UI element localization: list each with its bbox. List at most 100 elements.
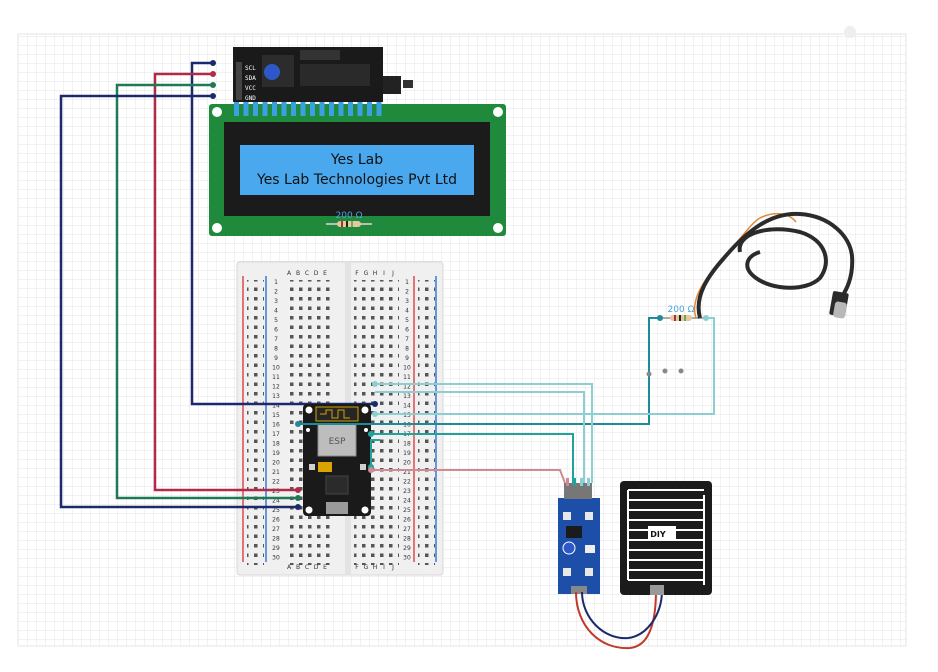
column-letter: J <box>391 564 394 571</box>
lcd-header-pin <box>262 102 268 116</box>
column-letter: B <box>296 270 300 277</box>
row-number: 8 <box>405 346 409 353</box>
column-letter: F <box>355 270 359 277</box>
row-number: 29 <box>272 545 280 552</box>
lcd-module[interactable]: Yes Lab Yes Lab Technologies Pvt Ltd 200… <box>209 102 506 236</box>
row-number: 6 <box>274 327 278 334</box>
column-letter: D <box>314 270 319 277</box>
wire-rain-do[interactable] <box>371 433 574 483</box>
i2c-backpack[interactable]: SCL SDA VCC GND <box>233 47 413 102</box>
usb-chip <box>325 475 349 495</box>
column-letter: D <box>314 564 319 571</box>
row-number: 4 <box>405 308 409 315</box>
row-number: 14 <box>272 403 280 410</box>
wire-gnd[interactable] <box>59 94 298 509</box>
row-number: 18 <box>403 441 411 448</box>
row-number: 28 <box>272 536 280 543</box>
svg-text:DIY: DIY <box>650 530 666 539</box>
row-number: 19 <box>403 450 411 457</box>
lcd-header-pin <box>376 102 382 116</box>
lcd-resistor-label: 200 Ω <box>336 211 363 221</box>
lcd-screen <box>240 145 474 195</box>
wire-rain-gnd[interactable] <box>375 391 585 483</box>
column-letter: E <box>323 270 327 277</box>
row-number: 16 <box>272 422 280 429</box>
column-letter: A <box>287 270 292 277</box>
row-number: 6 <box>405 327 409 334</box>
wire-temp-vcc[interactable] <box>375 317 715 415</box>
rain-sensor-module[interactable] <box>558 478 663 650</box>
lcd-header-pin <box>319 102 325 116</box>
row-number: 26 <box>272 517 280 524</box>
row-number: 23 <box>272 488 280 495</box>
pin-label-gnd: GND <box>245 95 256 102</box>
row-number: 3 <box>274 298 278 305</box>
row-number: 28 <box>403 536 411 543</box>
lcd-resistor <box>337 221 361 227</box>
wire-rain-vcc[interactable] <box>375 383 593 483</box>
row-number: 26 <box>403 517 411 524</box>
row-number: 19 <box>272 450 280 457</box>
lcd-header-pin <box>300 102 306 116</box>
wire-temp-data[interactable] <box>298 317 660 425</box>
row-number: 22 <box>403 479 411 486</box>
temperature-probe[interactable]: 200 Ω <box>657 211 855 321</box>
wire-rain-jumper[interactable] <box>370 439 380 467</box>
lcd-header-pin <box>291 102 296 116</box>
wire-sda[interactable] <box>115 83 298 500</box>
column-letter: I <box>383 564 385 571</box>
flash-button[interactable] <box>360 464 366 470</box>
sensor-wire-red <box>575 589 657 650</box>
right-rail-holes <box>418 280 435 565</box>
esp8266-shield <box>317 423 357 457</box>
row-number: 2 <box>405 289 409 296</box>
row-number: 20 <box>272 460 280 467</box>
rain-plate-traces <box>627 489 705 585</box>
row-number: 21 <box>403 469 411 476</box>
wire-rain-ao[interactable] <box>371 469 566 484</box>
lcd-header-pin <box>310 102 315 116</box>
rain-sensor-plate[interactable]: DIY <box>620 481 712 595</box>
row-number: 14 <box>403 403 411 410</box>
column-letter: G <box>364 564 369 571</box>
row-number: 20 <box>403 460 411 467</box>
column-letter: H <box>373 564 378 571</box>
lcd-header-pins <box>234 102 382 116</box>
reset-button[interactable] <box>309 464 315 470</box>
wires-sensors <box>295 317 715 484</box>
row-number: 13 <box>272 393 280 400</box>
row-number: 24 <box>272 498 280 505</box>
i2c-chip <box>300 64 370 86</box>
module-header <box>564 483 592 499</box>
comparator-chip <box>566 526 582 538</box>
row-number: 30 <box>272 555 280 562</box>
column-letter: I <box>383 270 385 277</box>
row-number: 4 <box>274 308 278 315</box>
sensitivity-pot[interactable] <box>562 541 576 555</box>
row-number: 2 <box>274 289 278 296</box>
row-number: 18 <box>272 441 280 448</box>
column-letter: F <box>355 564 359 571</box>
row-number: 1 <box>405 279 409 286</box>
row-number: 11 <box>403 374 411 381</box>
sensor-wire-blue <box>581 589 663 640</box>
row-number: 10 <box>272 365 280 372</box>
row-number: 5 <box>274 317 278 324</box>
lcd-mount-hole <box>212 223 222 233</box>
row-number: 3 <box>405 298 409 305</box>
column-letter: J <box>391 270 394 277</box>
nodemcu-board[interactable]: ESP <box>303 404 371 516</box>
wire-vcc[interactable] <box>153 72 298 492</box>
row-number: 23 <box>403 488 411 495</box>
left-rail-holes <box>247 280 264 565</box>
row-number: 30 <box>403 555 411 562</box>
row-number: 9 <box>405 355 409 362</box>
lcd-header-pin <box>357 102 363 116</box>
wire-scl[interactable] <box>190 61 375 406</box>
row-number: 5 <box>405 317 409 324</box>
lcd-header-pin <box>348 102 353 116</box>
column-letter: E <box>323 564 327 571</box>
lcd-header-pin <box>338 102 344 116</box>
row-number: 24 <box>403 498 411 505</box>
